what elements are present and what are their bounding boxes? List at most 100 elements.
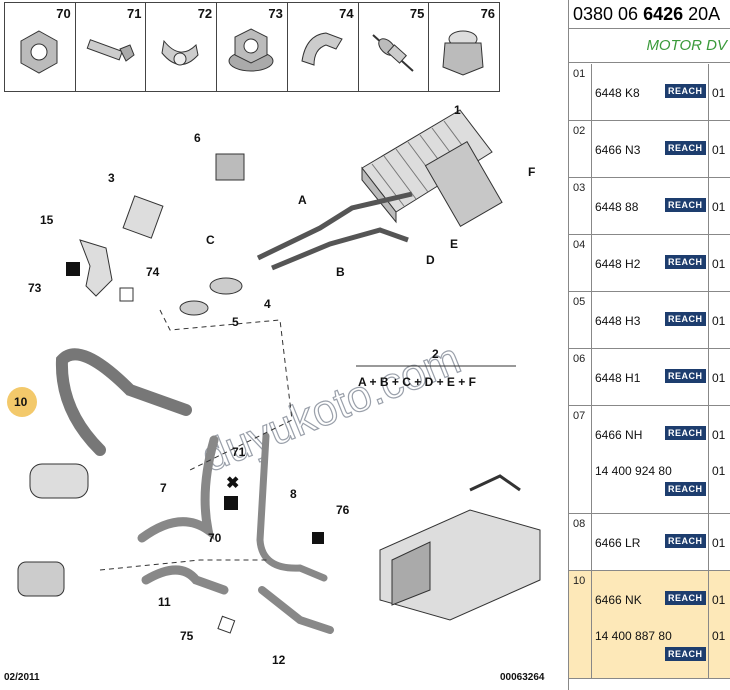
quantity: 01 bbox=[712, 257, 726, 271]
quantity: 01 bbox=[712, 629, 726, 643]
part-reference[interactable]: 6448 H3 bbox=[595, 314, 641, 328]
header-bold: 6426 bbox=[643, 4, 684, 24]
part-reference[interactable]: 6466 LR bbox=[595, 536, 641, 550]
diagram-number: 00063264 bbox=[500, 672, 545, 683]
hex-nut-icon bbox=[20, 30, 58, 74]
callout-4[interactable]: 4 bbox=[264, 297, 271, 311]
marker-70 bbox=[224, 496, 238, 510]
heater-core[interactable] bbox=[361, 109, 503, 227]
part-reference[interactable]: 6448 H2 bbox=[595, 257, 641, 271]
thumb-76[interactable]: 76 bbox=[429, 3, 499, 91]
part-reference[interactable]: 6448 88 bbox=[595, 200, 639, 214]
thumb-number: 71 bbox=[126, 6, 142, 21]
fastener-thumbnails: 70 71 72 73 74 75 76 bbox=[4, 2, 500, 92]
reach-badge[interactable]: REACH bbox=[665, 647, 706, 661]
thumb-number: 75 bbox=[409, 6, 425, 21]
callout-7[interactable]: 7 bbox=[160, 481, 167, 495]
reach-badge[interactable]: REACH bbox=[665, 369, 706, 383]
pipe-a-b[interactable] bbox=[256, 191, 413, 271]
part-reference[interactable]: 14 400 887 80 bbox=[595, 629, 672, 643]
callout-76[interactable]: 76 bbox=[336, 503, 350, 517]
parts-row[interactable]: 05 6448 H3 REACH 01 bbox=[569, 292, 730, 349]
reach-badge[interactable]: REACH bbox=[665, 534, 706, 548]
callout-6[interactable]: 6 bbox=[194, 131, 201, 145]
callout-12[interactable]: 12 bbox=[272, 653, 286, 667]
part-reference[interactable]: 6448 K8 bbox=[595, 86, 640, 100]
letter-f: F bbox=[528, 165, 535, 179]
marker-73 bbox=[66, 262, 80, 276]
reach-badge[interactable]: REACH bbox=[665, 482, 706, 496]
reach-badge[interactable]: REACH bbox=[665, 312, 706, 326]
clip-6[interactable] bbox=[215, 153, 245, 181]
thumb-number: 72 bbox=[197, 6, 213, 21]
callout-1[interactable]: 1 bbox=[454, 103, 461, 117]
marker-74 bbox=[119, 287, 134, 302]
valve-assembly[interactable] bbox=[17, 561, 65, 597]
thumb-70[interactable]: 70 bbox=[5, 3, 76, 91]
thumb-number: 70 bbox=[56, 6, 71, 21]
row-index: 03 bbox=[573, 182, 586, 194]
reach-badge[interactable]: REACH bbox=[665, 198, 706, 212]
thumb-74[interactable]: 74 bbox=[288, 3, 359, 91]
auxiliary-heater[interactable] bbox=[379, 474, 541, 621]
callout-2[interactable]: 2 bbox=[432, 347, 439, 361]
part-reference[interactable]: 6466 NK bbox=[595, 593, 642, 607]
callout-75[interactable]: 75 bbox=[180, 629, 194, 643]
part-reference[interactable]: 6466 NH bbox=[595, 428, 643, 442]
parts-row[interactable]: 04 6448 H2 REACH 01 bbox=[569, 235, 730, 292]
reach-badge[interactable]: REACH bbox=[665, 141, 706, 155]
diagram-date: 02/2011 bbox=[4, 672, 40, 683]
quantity: 01 bbox=[712, 314, 726, 328]
callout-8[interactable]: 8 bbox=[290, 487, 297, 501]
pipe-12[interactable] bbox=[258, 586, 334, 634]
cap-nut-icon bbox=[442, 30, 484, 76]
row-index: 08 bbox=[573, 518, 586, 530]
callout-74[interactable]: 74 bbox=[146, 265, 160, 279]
callout-73[interactable]: 73 bbox=[28, 281, 42, 295]
letter-d: D bbox=[426, 253, 435, 267]
thumb-75[interactable]: 75 bbox=[359, 3, 430, 91]
part-reference[interactable]: 6448 H1 bbox=[595, 371, 641, 385]
engine-label: MOTOR DV bbox=[569, 29, 730, 63]
callout-70[interactable]: 70 bbox=[208, 531, 222, 545]
callout-11[interactable]: 11 bbox=[158, 595, 171, 609]
bracket-15[interactable] bbox=[79, 239, 113, 297]
hose-8[interactable] bbox=[256, 432, 328, 582]
thumb-71[interactable]: 71 bbox=[76, 3, 147, 91]
quantity: 01 bbox=[712, 143, 726, 157]
quantity: 01 bbox=[712, 371, 726, 385]
parts-row[interactable]: 08 6466 LR REACH 01 bbox=[569, 514, 730, 571]
grommet-3[interactable] bbox=[122, 195, 164, 239]
part-reference[interactable]: 14 400 924 80 bbox=[595, 464, 672, 478]
parts-row[interactable]: 06 6448 H1 REACH 01 bbox=[569, 349, 730, 406]
row-index: 06 bbox=[573, 353, 586, 365]
thumb-73[interactable]: 73 bbox=[217, 3, 288, 91]
aux-pump[interactable] bbox=[29, 463, 89, 499]
row-index: 05 bbox=[573, 296, 586, 308]
reach-badge[interactable]: REACH bbox=[665, 84, 706, 98]
seal-5[interactable] bbox=[179, 300, 209, 316]
callout-15[interactable]: 15 bbox=[40, 213, 54, 227]
thumb-72[interactable]: 72 bbox=[146, 3, 218, 91]
callout-3[interactable]: 3 bbox=[108, 171, 115, 185]
row-index: 04 bbox=[573, 239, 586, 251]
hose-7[interactable] bbox=[137, 435, 219, 543]
callout-71[interactable]: 71 bbox=[232, 445, 246, 459]
callout-5[interactable]: 5 bbox=[232, 315, 239, 329]
callout-10[interactable]: 10 bbox=[14, 395, 28, 409]
formula: A + B + C + D + E + F bbox=[358, 375, 476, 389]
hose-11[interactable] bbox=[141, 565, 229, 595]
reach-badge[interactable]: REACH bbox=[665, 591, 706, 605]
reach-badge[interactable]: REACH bbox=[665, 255, 706, 269]
part-reference[interactable]: 6466 N3 bbox=[595, 143, 641, 157]
hose-10[interactable] bbox=[55, 348, 192, 456]
seal-4[interactable] bbox=[209, 277, 243, 295]
reach-badge[interactable]: REACH bbox=[665, 426, 706, 440]
quantity: 01 bbox=[712, 536, 726, 550]
